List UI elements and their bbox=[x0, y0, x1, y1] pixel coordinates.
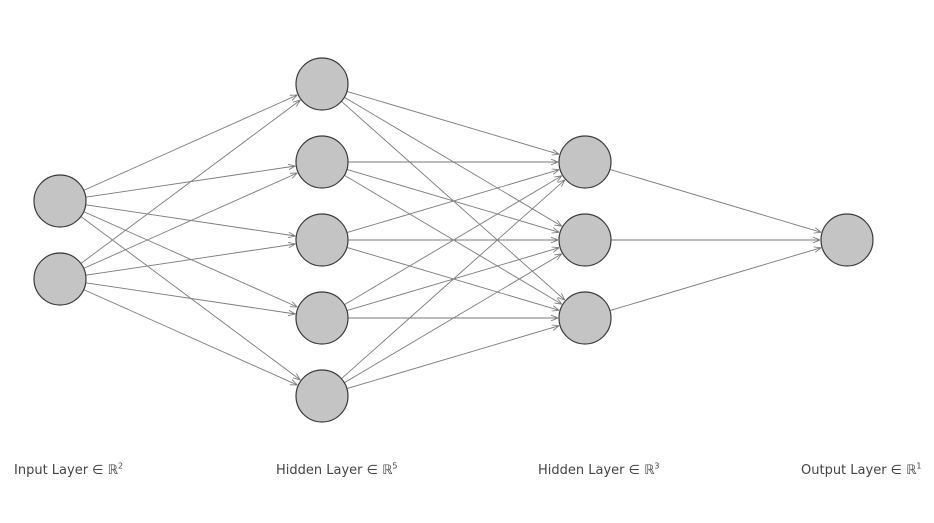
layer-label-text: Input Layer ∈ ℝ bbox=[14, 463, 118, 478]
neuron-layer-1-1 bbox=[295, 135, 349, 189]
edge-l0n0-l1n0 bbox=[83, 95, 298, 191]
edge-l2n0-l3n0 bbox=[609, 168, 821, 232]
hidden-layer-2-label: Hidden Layer ∈ ℝ3 bbox=[538, 461, 660, 478]
neuron-layer-1-3 bbox=[295, 291, 349, 345]
edge-l2n2-l3n0 bbox=[609, 248, 821, 312]
neuron-layer-1-4 bbox=[295, 369, 349, 423]
edge-l1n3-l2n0 bbox=[344, 176, 561, 306]
edge-l1n4-l2n2 bbox=[346, 326, 559, 390]
layer-label-text: Output Layer ∈ ℝ bbox=[801, 463, 917, 478]
layer-label-text: Hidden Layer ∈ ℝ bbox=[276, 463, 393, 478]
layer-dimension: 2 bbox=[117, 461, 124, 471]
neuron-layer-1-2 bbox=[295, 213, 349, 267]
output-layer-label: Output Layer ∈ ℝ1 bbox=[801, 461, 922, 478]
layer-label-text: Hidden Layer ∈ ℝ bbox=[538, 463, 655, 478]
edge-l1n4-l2n1 bbox=[344, 254, 561, 384]
neuron-layer-2-1 bbox=[558, 213, 612, 267]
edge-l0n1-l1n3 bbox=[85, 282, 296, 314]
layer-dimension: 3 bbox=[654, 461, 660, 471]
edge-l0n1-l1n2 bbox=[85, 244, 296, 276]
neuron-layer-2-0 bbox=[558, 135, 612, 189]
edge-l1n4-l2n0 bbox=[341, 180, 564, 380]
neuron-layer-1-0 bbox=[295, 57, 349, 111]
hidden-layer-1-label: Hidden Layer ∈ ℝ5 bbox=[276, 461, 398, 478]
neuron-layer-3-0 bbox=[820, 213, 874, 267]
neuron-layer-0-0 bbox=[33, 174, 87, 228]
neuron-layer-2-2 bbox=[558, 291, 612, 345]
input-layer-label: Input Layer ∈ ℝ2 bbox=[14, 461, 124, 478]
layer-dimension: 1 bbox=[916, 461, 922, 471]
neurons bbox=[33, 57, 874, 423]
edge-l0n1-l1n0 bbox=[80, 100, 300, 264]
edge-l0n1-l1n1 bbox=[83, 173, 298, 269]
connections bbox=[80, 90, 821, 390]
edge-l0n1-l1n4 bbox=[83, 289, 298, 385]
edge-l1n0-l2n0 bbox=[346, 90, 559, 154]
layer-dimension: 5 bbox=[392, 461, 398, 471]
edge-l1n2-l2n0 bbox=[346, 170, 559, 234]
neuron-layer-0-1 bbox=[33, 252, 87, 306]
